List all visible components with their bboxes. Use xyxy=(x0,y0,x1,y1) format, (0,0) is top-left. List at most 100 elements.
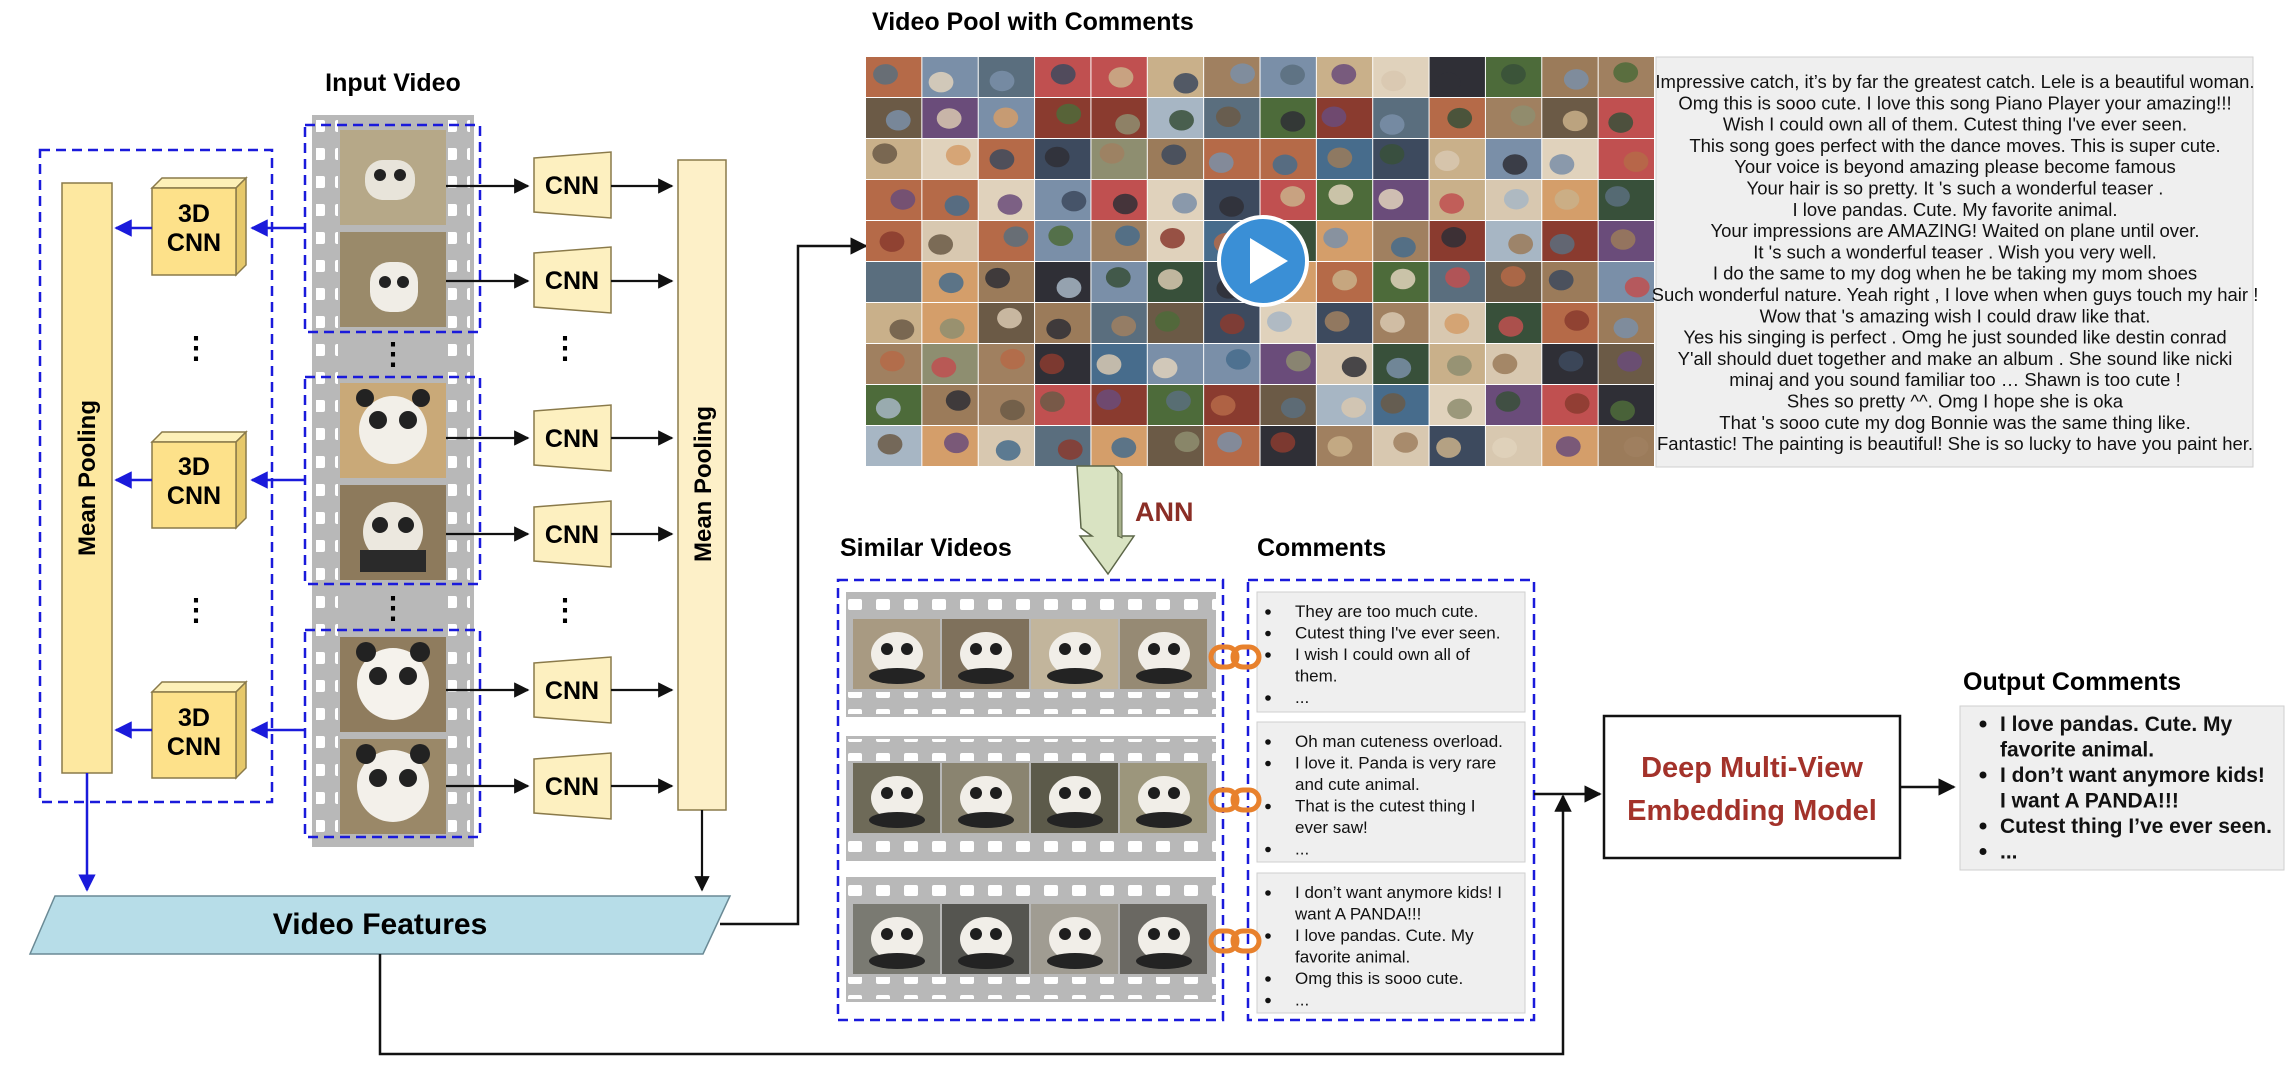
pool-thumbnail xyxy=(1035,385,1091,425)
pool-thumbnail xyxy=(1542,385,1598,425)
3d-cnn-label-top: 3D xyxy=(178,704,210,732)
pool-thumbnail xyxy=(1598,344,1654,384)
pool-thumbnail xyxy=(1373,344,1429,384)
pool-thumbnail xyxy=(866,139,922,179)
play-icon[interactable] xyxy=(1217,215,1309,307)
output-comment-line: favorite animal. xyxy=(2000,739,2154,762)
comment-line: They are too much cute. xyxy=(1295,602,1478,621)
bullet-dot xyxy=(1265,739,1271,745)
pool-thumbnail xyxy=(1373,303,1429,343)
comment-line: and cute animal. xyxy=(1295,775,1420,794)
pool-thumbnail xyxy=(1542,303,1598,343)
clip-box xyxy=(303,628,482,839)
3d-cnn-label-bottom: CNN xyxy=(167,482,221,510)
similar-video-strip xyxy=(846,877,1216,1002)
pool-thumbnail xyxy=(1260,57,1316,97)
pool-thumbnail xyxy=(1035,262,1091,302)
pool-thumbnail xyxy=(1485,221,1542,261)
model-label-line1: Deep Multi-View xyxy=(1641,752,1863,784)
pool-thumbnail xyxy=(1091,98,1147,138)
comment-panel xyxy=(1256,872,1526,1014)
3d-cnn-block xyxy=(150,430,248,530)
pool-thumbnail xyxy=(922,98,978,138)
pool-thumbnail xyxy=(1035,180,1091,220)
pool-thumbnail xyxy=(1091,344,1147,384)
pool-thumbnail xyxy=(1542,57,1598,97)
output-comment-line: I don’t want anymore kids! xyxy=(2000,764,2265,787)
pool-thumbnail xyxy=(1260,385,1316,425)
pool-thumbnail xyxy=(1542,98,1598,138)
pool-thumbnail xyxy=(1429,98,1485,138)
pool-thumbnail xyxy=(1485,385,1542,425)
pool-thumbnail xyxy=(1316,98,1373,138)
similar-video-strip xyxy=(846,592,1216,717)
pool-thumbnail xyxy=(1598,180,1654,220)
pool-thumbnail xyxy=(978,344,1035,384)
chain-link-icon xyxy=(1208,787,1262,813)
pool-thumbnail xyxy=(1035,426,1091,466)
pool-comment-line: Shes so pretty ^^. Omg I hope she is oka xyxy=(1787,391,2124,412)
comments-box xyxy=(1246,578,1536,1022)
comment-line: I love pandas. Cute. My xyxy=(1295,926,1474,945)
pool-thumbnail xyxy=(1485,139,1542,179)
pool-thumbnail xyxy=(1598,385,1654,425)
bullet-dot xyxy=(1979,848,1987,855)
pool-thumbnail xyxy=(1485,98,1542,138)
pool-thumbnail xyxy=(1316,385,1373,425)
pool-thumbnail xyxy=(1598,221,1654,261)
pool-thumbnail xyxy=(1035,57,1091,97)
model-label-line2: Embedding Model xyxy=(1627,795,1877,827)
pool-thumbnail xyxy=(1204,344,1260,384)
pool-thumbnail xyxy=(1035,303,1091,343)
pool-thumbnail xyxy=(1373,98,1429,138)
comment-panel xyxy=(1256,591,1526,713)
pool-thumbnail xyxy=(1147,303,1204,343)
pool-thumbnail xyxy=(1598,139,1654,179)
bullet-dot xyxy=(1265,890,1271,896)
pool-thumbnail xyxy=(1091,139,1147,179)
pool-thumbnail xyxy=(922,180,978,220)
comment-line: ... xyxy=(1295,688,1309,707)
pool-thumbnail xyxy=(1091,303,1147,343)
pool-thumbnail xyxy=(1091,57,1147,97)
pool-thumbnail xyxy=(1091,221,1147,261)
input-frame xyxy=(340,485,446,580)
comment-line: That is the cutest thing I xyxy=(1295,797,1475,816)
pool-thumbnail xyxy=(1542,139,1598,179)
film-ellipsis: ⋮ xyxy=(378,592,408,625)
comment-panel xyxy=(1256,721,1526,863)
pool-comment-line: I do the same to my dog when he be takin… xyxy=(1713,263,2197,284)
pool-thumbnail xyxy=(1147,221,1204,261)
pool-thumbnail xyxy=(1204,57,1260,97)
similar-video-frame xyxy=(942,763,1029,833)
column-ellipsis: ⋮ xyxy=(181,332,211,365)
output-comment-line: I want A PANDA!!! xyxy=(2000,790,2179,813)
ann-label: ANN xyxy=(1135,497,1194,527)
pool-thumbnail xyxy=(922,221,978,261)
cnn-label: CNN xyxy=(545,425,599,453)
cnn-blocks xyxy=(533,151,612,820)
pool-thumbnail xyxy=(1204,385,1260,425)
pool-thumbnail xyxy=(978,303,1035,343)
pool-thumbnail xyxy=(978,139,1035,179)
pool-comment-line: Your impressions are AMAZING! Waited on … xyxy=(1710,220,2199,241)
pool-thumbnail xyxy=(1542,180,1598,220)
pool-thumbnail xyxy=(1316,139,1373,179)
pool-thumbnail xyxy=(1316,221,1373,261)
similar-video-frame xyxy=(1031,619,1118,689)
pool-thumbnail xyxy=(1598,262,1654,302)
pool-thumbnail xyxy=(1147,262,1204,302)
pool-thumbnail xyxy=(1147,344,1204,384)
comment-line: ... xyxy=(1295,991,1309,1010)
pool-thumbnail xyxy=(1035,221,1091,261)
3d-cnn-label-bottom: CNN xyxy=(167,229,221,257)
pool-thumbnail xyxy=(1485,57,1542,97)
pool-comment-line: Omg this is sooo cute. I love this song … xyxy=(1678,92,2231,113)
pool-thumbnail xyxy=(978,57,1035,97)
pool-thumbnail xyxy=(1542,262,1598,302)
pool-thumbnail xyxy=(978,426,1035,466)
chain-link-icon xyxy=(1208,644,1262,670)
input-frame xyxy=(340,130,446,225)
